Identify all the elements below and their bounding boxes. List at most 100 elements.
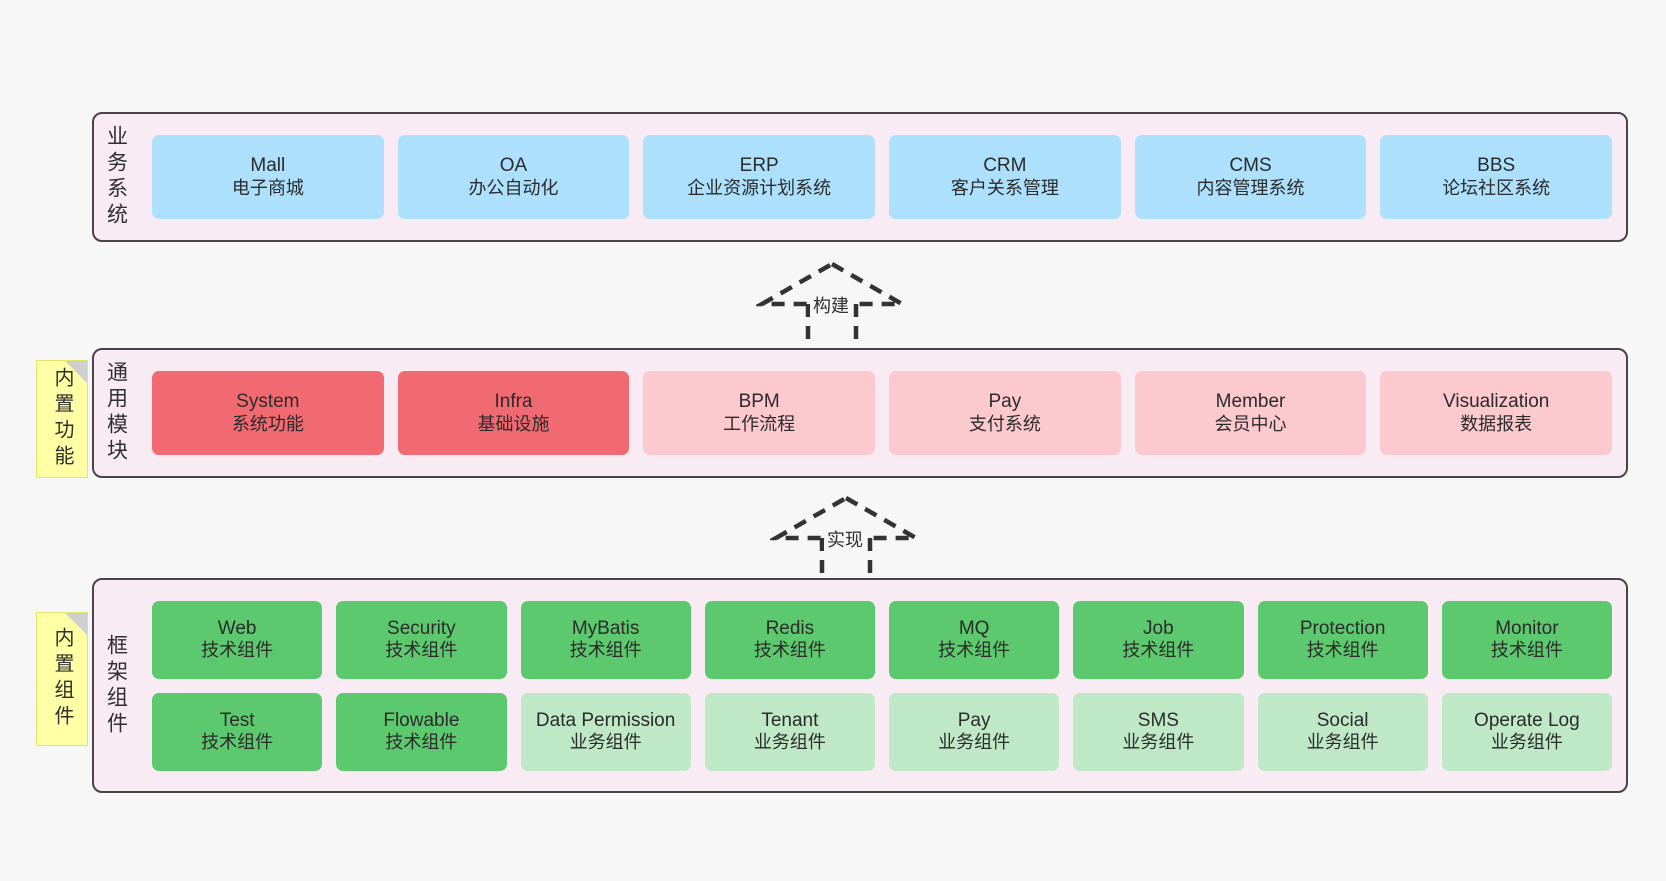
framework-tech-row: Web 技术组件 Security 技术组件 MyBatis 技术组件 Redi… <box>138 600 1626 679</box>
node-bpm[interactable]: BPM 工作流程 <box>643 371 876 455</box>
layer-common-modules[interactable]: 通用模块 System 系统功能 Infra 基础设施 BPM 工作流程 Pay… <box>92 348 1628 478</box>
connector-implement: 实现 <box>767 492 925 580</box>
node-pay-component[interactable]: Pay 业务组件 <box>889 692 1060 771</box>
node-sms[interactable]: SMS 业务组件 <box>1073 692 1244 771</box>
node-job[interactable]: Job 技术组件 <box>1073 600 1244 679</box>
node-protection-sub: 技术组件 <box>1306 640 1379 661</box>
node-sms-name: SMS <box>1137 709 1179 731</box>
node-web-sub: 技术组件 <box>201 640 274 661</box>
node-oa-name: OA <box>499 155 528 177</box>
node-pay-component-name: Pay <box>957 709 991 731</box>
node-test-sub: 技术组件 <box>201 732 274 753</box>
node-oa-sub: 办公自动化 <box>468 177 559 198</box>
node-crm-name: CRM <box>983 155 1027 177</box>
node-cms[interactable]: CMS 内容管理系统 <box>1134 135 1367 219</box>
note-builtin-function-label: 内置功能 <box>51 367 73 471</box>
node-data-permission-name: Data Permission <box>535 709 676 731</box>
node-cms-name: CMS <box>1229 155 1272 177</box>
node-system[interactable]: System 系统功能 <box>152 371 384 455</box>
node-social[interactable]: Social 业务组件 <box>1257 692 1428 771</box>
node-crm-sub: 客户关系管理 <box>950 177 1059 198</box>
node-flowable-name: Flowable <box>383 709 460 731</box>
node-mq-sub: 技术组件 <box>938 640 1011 661</box>
node-erp-name: ERP <box>739 155 779 177</box>
node-test-name: Test <box>219 709 255 731</box>
node-crm[interactable]: CRM 客户关系管理 <box>889 135 1121 219</box>
node-infra[interactable]: Infra 基础设施 <box>397 371 630 455</box>
node-social-name: Social <box>1316 709 1369 731</box>
node-redis-name: Redis <box>765 617 815 639</box>
note-builtin-component: 内置组件 <box>36 612 88 746</box>
node-tenant[interactable]: Tenant 业务组件 <box>704 692 875 771</box>
node-flowable[interactable]: Flowable 技术组件 <box>336 692 507 771</box>
node-security[interactable]: Security 技术组件 <box>336 600 507 679</box>
node-protection[interactable]: Protection 技术组件 <box>1257 600 1428 679</box>
node-data-permission-sub: 业务组件 <box>569 732 642 753</box>
node-pay-module-sub: 支付系统 <box>968 413 1041 434</box>
node-monitor-sub: 技术组件 <box>1490 640 1563 661</box>
layer-business-systems-body: Mall 电子商城 OA 办公自动化 ERP 企业资源计划系统 CRM 客户关系… <box>138 114 1626 240</box>
node-flowable-sub: 技术组件 <box>385 732 458 753</box>
layer-framework-components[interactable]: 框架组件 Web 技术组件 Security 技术组件 MyBatis 技术组件… <box>92 578 1628 793</box>
node-mybatis-name: MyBatis <box>571 617 640 639</box>
node-visualization-sub: 数据报表 <box>1460 413 1533 434</box>
node-web[interactable]: Web 技术组件 <box>152 600 323 679</box>
note-builtin-component-label: 内置组件 <box>51 627 73 731</box>
layer-common-modules-title: 通用模块 <box>104 361 128 465</box>
framework-business-row: Test 技术组件 Flowable 技术组件 Data Permission … <box>138 692 1626 771</box>
node-security-name: Security <box>387 617 456 639</box>
layer-business-systems[interactable]: 业务系统 Mall 电子商城 OA 办公自动化 ERP 企业资源计划系统 CRM… <box>92 112 1628 242</box>
node-mall-sub: 电子商城 <box>231 177 304 198</box>
common-modules-row: System 系统功能 Infra 基础设施 BPM 工作流程 Pay 支付系统… <box>138 371 1626 455</box>
node-test[interactable]: Test 技术组件 <box>152 692 323 771</box>
node-monitor[interactable]: Monitor 技术组件 <box>1441 600 1612 679</box>
node-job-sub: 技术组件 <box>1122 640 1195 661</box>
node-member[interactable]: Member 会员中心 <box>1134 371 1367 455</box>
node-operate-log-sub: 业务组件 <box>1490 732 1563 753</box>
layer-framework-components-body: Web 技术组件 Security 技术组件 MyBatis 技术组件 Redi… <box>138 580 1626 791</box>
node-bbs[interactable]: BBS 论坛社区系统 <box>1380 135 1613 219</box>
node-member-sub: 会员中心 <box>1214 413 1287 434</box>
node-mall[interactable]: Mall 电子商城 <box>152 135 384 219</box>
node-infra-sub: 基础设施 <box>477 413 550 434</box>
node-erp[interactable]: ERP 企业资源计划系统 <box>643 135 876 219</box>
node-job-name: Job <box>1143 617 1174 639</box>
node-mybatis[interactable]: MyBatis 技术组件 <box>520 600 691 679</box>
node-bpm-name: BPM <box>738 391 780 413</box>
node-cms-sub: 内容管理系统 <box>1196 177 1305 198</box>
node-infra-name: Infra <box>494 391 533 413</box>
connector-build-label: 构建 <box>810 292 852 318</box>
node-operate-log-name: Operate Log <box>1474 709 1580 731</box>
connector-build: 构建 <box>753 258 911 346</box>
node-redis[interactable]: Redis 技术组件 <box>704 600 875 679</box>
note-fold-icon <box>65 613 87 635</box>
node-web-name: Web <box>217 617 257 639</box>
node-mq-name: MQ <box>958 617 990 639</box>
node-data-permission[interactable]: Data Permission 业务组件 <box>520 692 691 771</box>
connector-implement-label: 实现 <box>824 526 866 552</box>
node-visualization-name: Visualization <box>1443 391 1550 413</box>
node-operate-log[interactable]: Operate Log 业务组件 <box>1441 692 1612 771</box>
note-fold-icon <box>65 361 87 383</box>
node-oa[interactable]: OA 办公自动化 <box>397 135 630 219</box>
node-pay-module[interactable]: Pay 支付系统 <box>889 371 1121 455</box>
connector-build-arrow <box>753 261 911 346</box>
node-sms-sub: 业务组件 <box>1122 732 1195 753</box>
node-erp-sub: 企业资源计划系统 <box>687 177 832 198</box>
node-visualization[interactable]: Visualization 数据报表 <box>1380 371 1613 455</box>
note-builtin-function: 内置功能 <box>36 360 88 478</box>
node-social-sub: 业务组件 <box>1306 732 1379 753</box>
node-pay-component-sub: 业务组件 <box>938 732 1011 753</box>
node-redis-sub: 技术组件 <box>753 640 826 661</box>
node-mq[interactable]: MQ 技术组件 <box>889 600 1060 679</box>
node-member-name: Member <box>1215 391 1286 413</box>
node-protection-name: Protection <box>1299 617 1386 639</box>
node-monitor-name: Monitor <box>1495 617 1559 639</box>
node-tenant-name: Tenant <box>761 709 819 731</box>
node-pay-module-name: Pay <box>988 391 1022 413</box>
node-security-sub: 技术组件 <box>385 640 458 661</box>
node-mybatis-sub: 技术组件 <box>569 640 642 661</box>
node-system-name: System <box>236 391 300 413</box>
node-bbs-sub: 论坛社区系统 <box>1442 177 1551 198</box>
